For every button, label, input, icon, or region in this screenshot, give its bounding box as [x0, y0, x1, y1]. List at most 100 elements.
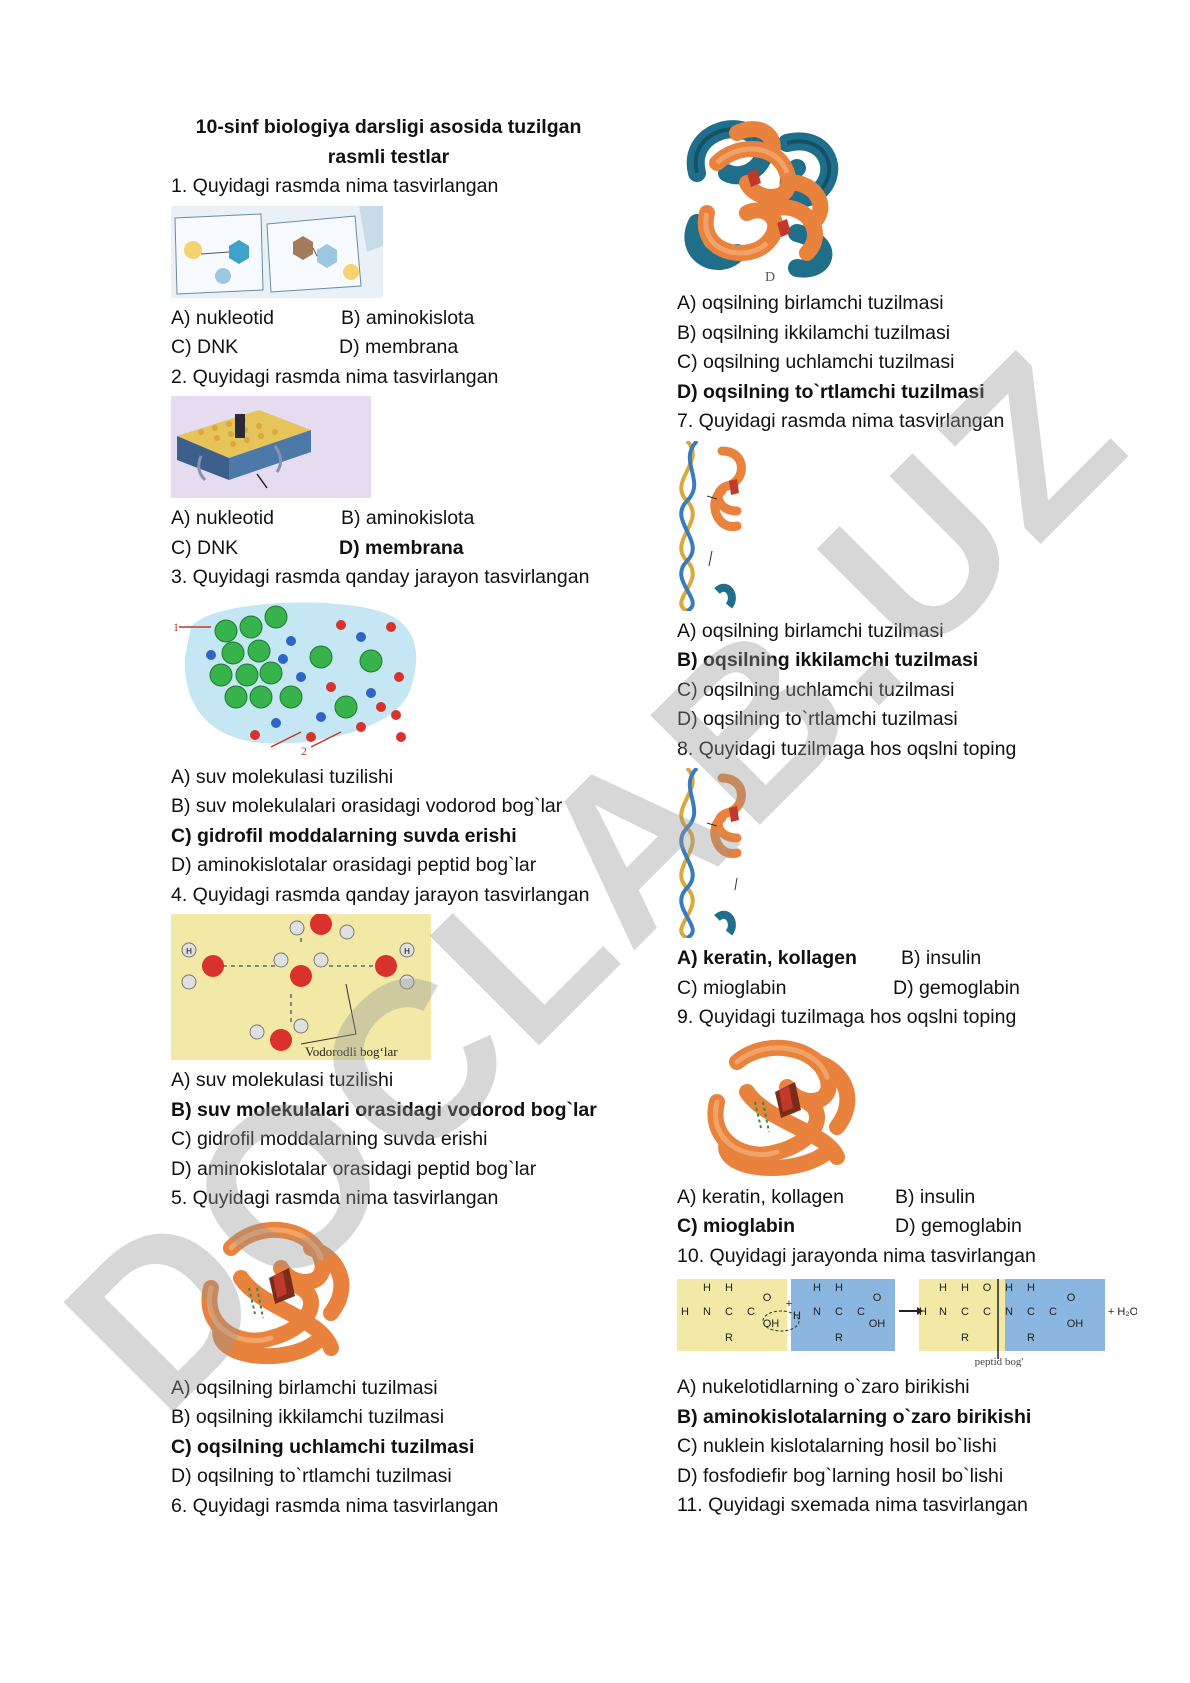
q9-option-b[interactable]: B) insulin: [895, 1185, 976, 1208]
q4-option-c[interactable]: C) gidrofil moddalarning suvda erishi: [171, 1128, 488, 1150]
q6-option-c[interactable]: C) oqsilning uchlamchi tuzilmasi: [677, 351, 955, 373]
q2-option-b[interactable]: B) aminokislota: [341, 507, 475, 529]
q9-option-c[interactable]: C) mioglabin: [677, 1215, 796, 1237]
question-8-text: 8. Quyidagi tuzilmaga hos oqslni toping: [677, 737, 1017, 760]
svg-text:H: H: [961, 1282, 969, 1294]
svg-text:C: C: [725, 1306, 733, 1318]
q4-option-b[interactable]: B) suv molekulalari orasidagi vodorod bo…: [171, 1098, 597, 1121]
svg-text:H: H: [186, 947, 192, 956]
q8-option-d[interactable]: D) gemoglabin: [893, 976, 1020, 999]
q7-option-b[interactable]: B) oqsilning ikkilamchi tuzilmasi: [677, 649, 979, 671]
q10-option-b[interactable]: B) aminokislotalarning o`zaro birikishi: [677, 1405, 1032, 1428]
svg-text:OH: OH: [869, 1318, 886, 1330]
question-1-options-row1: A) nukleotid B) aminokislota: [171, 304, 611, 334]
question-8-options-row2: C) mioglabin D) gemoglabin: [677, 974, 1147, 1004]
q9-option-a[interactable]: A) keratin, kollagen: [677, 1185, 844, 1208]
secondary-protein-image-2: [679, 768, 746, 938]
doc-title-line2: rasmli testlar: [327, 145, 450, 168]
q10-option-c[interactable]: C) nuklein kislotalarning hosil bo`lishi: [677, 1435, 997, 1457]
svg-text:C: C: [857, 1306, 865, 1318]
svg-text:H: H: [813, 1282, 821, 1294]
dissolution-image: 1 2: [171, 596, 431, 757]
question-3-text: 3. Quyidagi rasmda qanday jarayon tasvir…: [171, 566, 590, 588]
svg-text:N: N: [813, 1306, 821, 1318]
right-column: D A) oqsilning birlamchi tuzilmasi B) oq…: [677, 113, 1147, 1521]
svg-text:N: N: [939, 1306, 947, 1318]
svg-text:+ H₂O: + H₂O: [1108, 1306, 1137, 1318]
q2-option-d[interactable]: D) membrana: [339, 536, 464, 559]
question-10-text: 10. Quyidagi jarayonda nima tasvirlangan: [677, 1244, 1036, 1267]
svg-text:O: O: [983, 1282, 992, 1294]
q8-option-b[interactable]: B) insulin: [901, 947, 982, 969]
q3-label-2: 2: [301, 744, 307, 757]
q10-option-a[interactable]: A) nukelotidlarning o`zaro birikishi: [677, 1376, 970, 1398]
water-molecules: [181, 914, 415, 1051]
peptide-bond-label: peptid bog': [975, 1356, 1024, 1367]
q4-option-a[interactable]: A) suv molekulasi tuzilishi: [171, 1069, 394, 1091]
q10-option-d[interactable]: D) fosfodiefir bog`larning hosil bo`lish…: [677, 1464, 1004, 1487]
q6-option-b[interactable]: B) oqsilning ikkilamchi tuzilmasi: [677, 321, 951, 344]
q3-option-d[interactable]: D) aminokislotalar orasidagi peptid bog`…: [171, 854, 537, 876]
q3-option-a[interactable]: A) suv molekulasi tuzilishi: [171, 765, 394, 788]
q7-option-d[interactable]: D) oqsilning to`rtlamchi tuzilmasi: [677, 708, 958, 730]
svg-text:OH: OH: [763, 1318, 780, 1330]
svg-text:H: H: [725, 1282, 733, 1294]
tertiary-protein-image: [201, 1221, 350, 1364]
q2-option-c[interactable]: C) DNK: [171, 536, 239, 559]
svg-text:OH: OH: [1067, 1318, 1084, 1330]
q6-option-d[interactable]: D) oqsilning to`rtlamchi tuzilmasi: [677, 380, 985, 403]
q1-option-b[interactable]: B) aminokislota: [341, 306, 475, 329]
q6-option-a[interactable]: A) oqsilning birlamchi tuzilmasi: [677, 292, 944, 314]
svg-text:R: R: [835, 1332, 843, 1344]
q5-option-d[interactable]: D) oqsilning to`rtlamchi tuzilmasi: [171, 1465, 452, 1487]
svg-text:H: H: [835, 1282, 843, 1294]
svg-text:O: O: [1067, 1292, 1076, 1304]
hydrogen-bond-image: H H Vodorodli bog‘lar: [171, 914, 431, 1060]
q1-option-d[interactable]: D) membrana: [339, 336, 459, 358]
question-4-text: 4. Quyidagi rasmda qanday jarayon tasvir…: [171, 883, 590, 906]
question-8-options-row1: A) keratin, kollagen B) insulin: [677, 944, 1147, 974]
quaternary-protein-image: D: [684, 120, 839, 283]
q7-option-a[interactable]: A) oqsilning birlamchi tuzilmasi: [677, 619, 944, 642]
svg-text:O: O: [873, 1292, 882, 1304]
svg-text:+: +: [786, 1298, 792, 1310]
q3-option-b[interactable]: B) suv molekulalari orasidagi vodorod bo…: [171, 795, 563, 817]
question-1-text: 1. Quyidagi rasmda nima tasvirlangan: [171, 175, 499, 197]
q4-option-d[interactable]: D) aminokislotalar orasidagi peptid bog`…: [171, 1157, 537, 1180]
q1-option-c[interactable]: C) DNK: [171, 336, 239, 358]
question-9-options-row1: A) keratin, kollagen B) insulin: [677, 1183, 1147, 1213]
svg-text:C: C: [1049, 1306, 1057, 1318]
svg-text:C: C: [747, 1306, 755, 1318]
svg-text:C: C: [835, 1306, 843, 1318]
svg-text:N: N: [703, 1306, 711, 1318]
svg-text:H: H: [703, 1282, 711, 1294]
question-11-text: 11. Quyidagi sxemada nima tasvirlangan: [677, 1494, 1028, 1516]
svg-text:H: H: [919, 1306, 927, 1318]
q1-option-a[interactable]: A) nukleotid: [171, 306, 274, 329]
q8-option-c[interactable]: C) mioglabin: [677, 976, 787, 999]
left-column: 10-sinf biologiya darsligi asosida tuzil…: [171, 113, 611, 1521]
question-2-options-row1: A) nukleotid B) aminokislota: [171, 504, 611, 534]
question-5-text: 5. Quyidagi rasmda nima tasvirlangan: [171, 1187, 499, 1209]
svg-text:C: C: [983, 1306, 991, 1318]
svg-text:H: H: [1027, 1282, 1035, 1294]
svg-text:C: C: [961, 1306, 969, 1318]
q3-option-c[interactable]: C) gidrofil moddalarning suvda erishi: [171, 824, 517, 847]
question-9-options-row2: C) mioglabin D) gemoglabin: [677, 1212, 1147, 1242]
question-7-text: 7. Quyidagi rasmda nima tasvirlangan: [677, 410, 1005, 432]
q5-option-a[interactable]: A) oqsilning birlamchi tuzilmasi: [171, 1376, 438, 1399]
svg-text:H: H: [404, 947, 410, 956]
q5-option-b[interactable]: B) oqsilning ikkilamchi tuzilmasi: [171, 1406, 445, 1428]
membrane-image: [171, 396, 371, 498]
q9-option-d[interactable]: D) gemoglabin: [895, 1215, 1022, 1237]
question-6-text: 6. Quyidagi rasmda nima tasvirlangan: [171, 1494, 499, 1517]
q7-option-c[interactable]: C) oqsilning uchlamchi tuzilmasi: [677, 678, 955, 701]
question-9-text: 9. Quyidagi tuzilmaga hos oqslni toping: [677, 1006, 1017, 1028]
question-2-text: 2. Quyidagi rasmda nima tasvirlangan: [171, 365, 499, 388]
svg-text:O: O: [763, 1292, 772, 1304]
q2-option-a[interactable]: A) nukleotid: [171, 507, 274, 529]
q5-option-c[interactable]: C) oqsilning uchlamchi tuzilmasi: [171, 1435, 475, 1458]
q8-option-a[interactable]: A) keratin, kollagen: [677, 947, 857, 969]
